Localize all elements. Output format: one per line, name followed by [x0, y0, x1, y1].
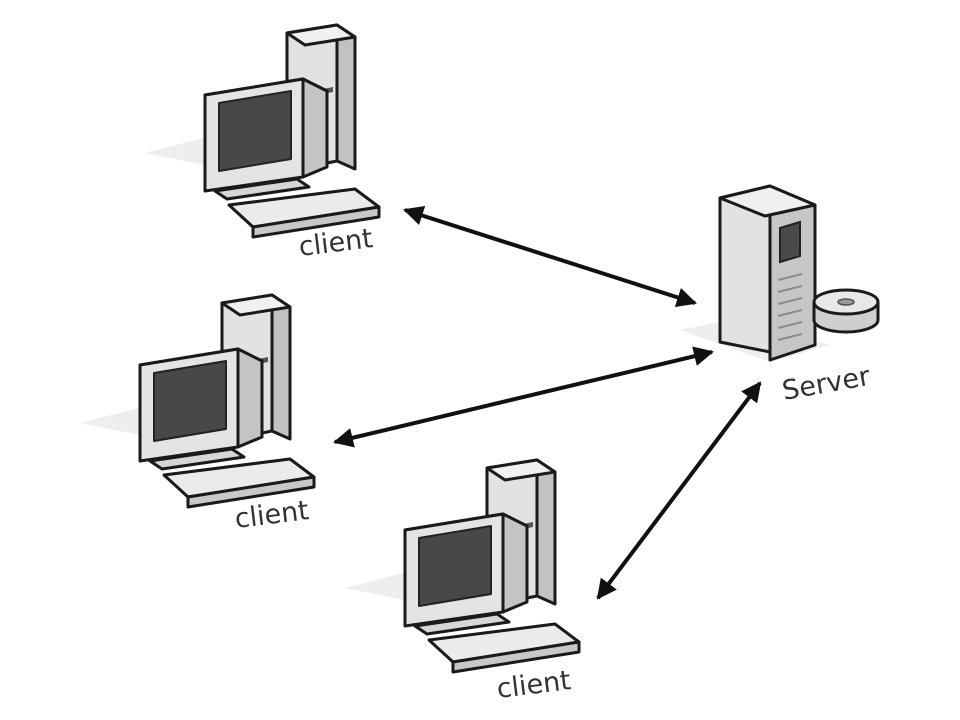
disk-drive-icon	[812, 288, 880, 334]
server-label: Server	[780, 361, 873, 407]
server-machine	[680, 184, 880, 362]
client-computer-bottom	[343, 458, 581, 674]
arrow-client-bottom-server	[596, 381, 762, 600]
computer-icon	[78, 293, 316, 509]
client-label-middle: client	[233, 495, 310, 535]
client-computer-top	[143, 23, 381, 239]
connection-arrows	[333, 205, 762, 600]
client-computer-middle	[78, 293, 316, 509]
client-label-bottom: client	[495, 665, 572, 705]
arrow-client-top-server	[403, 205, 697, 308]
computer-icon	[143, 23, 381, 239]
computer-icon	[343, 458, 581, 674]
arrow-client-middle-server	[333, 346, 714, 448]
server-tower-icon	[718, 184, 817, 362]
